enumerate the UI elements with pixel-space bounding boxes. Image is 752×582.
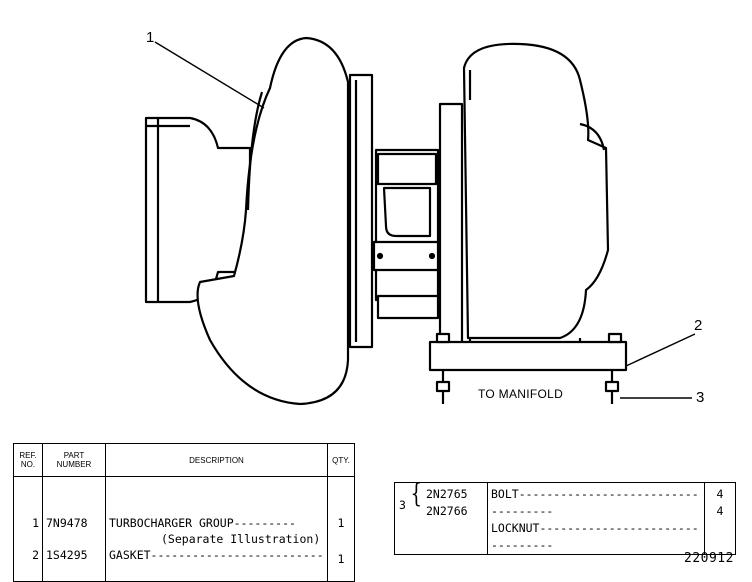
header-ref-no: REF. NO. (13, 443, 43, 477)
locknut-left (435, 380, 451, 393)
callout-2: 2 (694, 317, 703, 334)
row-1-part-number: 7N9478 (46, 516, 88, 530)
row-3a-qty: 4 (716, 487, 724, 501)
turbine-housing (462, 42, 610, 340)
row-2-part-number: 1S4295 (46, 548, 88, 562)
row-2-ref: 2 (32, 548, 39, 562)
row-1-ref: 1 (32, 516, 39, 530)
row-1-qty: 1 (337, 516, 345, 530)
locknut-right (604, 380, 620, 393)
turbine-plate (438, 102, 464, 348)
row-1-description-sub: (Separate Illustration) (161, 532, 321, 546)
table-body: 3 { 2N2765 2N2766 BOLT------------------… (394, 479, 736, 555)
row-3a-description: BOLT----------------------------------- (491, 487, 699, 518)
row-3b-part-number: 2N2766 (426, 504, 468, 518)
header-part-number: PART NUMBER (42, 443, 106, 477)
callout-3: 3 (696, 389, 705, 406)
mounting-flange (428, 340, 628, 372)
table-header-row: REF. NO. PART NUMBER DESCRIPTION QTY. (13, 443, 355, 477)
row-1-description: TURBOCHARGER GROUP--------- (109, 516, 296, 530)
row-2-qty: 1 (337, 552, 345, 566)
compressor-housing (196, 36, 350, 406)
header-qty: QTY. (327, 443, 355, 477)
parts-table-right: 3 { 2N2765 2N2766 BOLT------------------… (394, 479, 736, 555)
table-body: 1 2 7N9478 1S4295 TURBOCHARGER GROUP----… (13, 476, 355, 582)
ref-3: 3 (399, 498, 406, 512)
brace-glyph: { (410, 479, 423, 509)
parts-table-left: REF. NO. PART NUMBER DESCRIPTION QTY. 1 … (13, 443, 355, 582)
header-description: DESCRIPTION (105, 443, 328, 477)
compressor-backplate (348, 73, 374, 349)
row-2-description: GASKET------------------------- (109, 548, 324, 562)
callout-1: 1 (146, 29, 155, 46)
figure-number: 220912 (684, 551, 734, 566)
row-3b-qty: 4 (716, 504, 724, 518)
row-3b-description: LOCKNUT-------------------------------- (491, 521, 699, 552)
to-manifold-label: TO MANIFOLD (478, 387, 564, 401)
row-3a-part-number: 2N2765 (426, 487, 468, 501)
